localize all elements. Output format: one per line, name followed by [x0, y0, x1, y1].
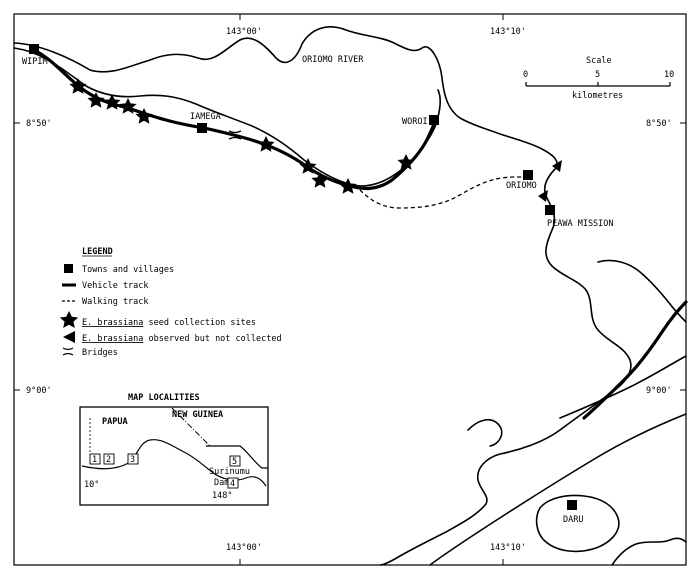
coord-top-143-10: 143°10' — [490, 27, 526, 37]
star-icon — [135, 108, 153, 124]
coastline-east-inner — [597, 259, 687, 323]
river-label-oriomo: ORIOMO RIVER — [302, 55, 364, 65]
town-oriomo — [523, 170, 533, 180]
scale-unit: kilometres — [572, 91, 623, 101]
coord-bottom-143-10: 143°10' — [490, 543, 526, 553]
town-woroi — [429, 115, 439, 125]
inset-label-new-guinea: NEW GUINEA — [172, 410, 223, 420]
oriomo-river-south-bank — [13, 47, 441, 187]
coord-left-9-00: 9°00' — [26, 386, 52, 396]
star-icon — [103, 94, 121, 110]
daru-island — [535, 494, 620, 553]
walking-track — [359, 175, 529, 209]
place-label-wipim: WIPIM — [22, 57, 48, 67]
place-label-oriomo: ORIOMO — [506, 181, 537, 191]
legend-item-towns: Towns and villages — [82, 265, 174, 275]
triangle-icon — [538, 190, 548, 202]
inset-box-2 — [103, 453, 115, 465]
star-icon — [299, 158, 317, 174]
coastline-bottom-right — [611, 537, 687, 566]
legend-town-square — [64, 264, 73, 273]
coord-right-8-50: 8°50' — [646, 119, 672, 129]
coastline-southeast — [429, 413, 687, 566]
legend-item-bridges: Bridges — [82, 348, 118, 358]
legend-species-1: E. brassiana — [82, 318, 143, 328]
legend-item-observed: E. brassiana observed but not collected — [82, 334, 282, 344]
inset-label-surinumu: Surinumu — [209, 467, 250, 477]
coord-top-143-00: 143°00' — [226, 27, 262, 37]
star-icon — [397, 154, 415, 170]
place-label-daru: DARU — [563, 515, 583, 525]
town-daru — [567, 500, 577, 510]
inset-box-4-label: 4 — [230, 479, 235, 489]
triangle-icon — [63, 331, 75, 343]
inset-label-lon: 148° — [212, 491, 232, 501]
scale-tick-10: 10 — [664, 70, 674, 80]
coord-bottom-143-00: 143°00' — [226, 543, 262, 553]
star-icon — [339, 178, 357, 194]
inset-title: MAP LOCALITIES — [128, 393, 200, 403]
legend-item-walking-track: Walking track — [82, 297, 149, 307]
legend-observed-text: observed but not collected — [143, 334, 281, 344]
graticule-ticks — [14, 14, 686, 565]
legend-seed-text: seed collection sites — [143, 318, 256, 328]
legend-title: LEGEND — [82, 247, 113, 257]
scale-tick-5: 5 — [595, 70, 600, 80]
bridge-icon — [228, 130, 242, 140]
inset-map: MAP LOCALITIES PAPUA NEW GUINEA Surinumu… — [79, 393, 269, 506]
star-icon — [311, 172, 329, 188]
inset-box-5 — [229, 455, 241, 467]
star-icon — [87, 92, 105, 108]
coord-right-9-00: 9°00' — [646, 386, 672, 396]
inset-box-4 — [227, 477, 239, 489]
scale-title: Scale — [586, 56, 612, 66]
star-icon — [119, 98, 137, 114]
inset-label-papua: PAPUA — [102, 417, 128, 427]
inset-box-1 — [89, 453, 101, 465]
inset-label-lat: 10° — [84, 480, 99, 490]
legend: LEGEND Towns and villages Vehicle track … — [59, 247, 282, 358]
map-frame — [13, 13, 687, 566]
bridge-icon — [62, 347, 74, 356]
oriomo-river-north-bank — [13, 26, 558, 169]
vehicle-track-coastal — [582, 300, 688, 420]
place-label-iamega: IAMEGA — [190, 112, 221, 122]
inset-box-5-label: 5 — [232, 457, 237, 467]
coastline-southeast-3 — [467, 418, 503, 447]
legend-item-vehicle-track: Vehicle track — [82, 281, 149, 291]
town-iamega — [197, 123, 207, 133]
seed-collection-sites — [69, 78, 415, 194]
scale-tick-0: 0 — [523, 70, 528, 80]
star-icon — [69, 78, 87, 94]
star-icon — [257, 136, 275, 152]
legend-item-seed-sites: E. brassiana seed collection sites — [82, 318, 256, 328]
inset-dashdot-boundary — [171, 407, 211, 447]
inset-label-dam: Dam — [214, 478, 229, 488]
scale-bar — [525, 82, 671, 87]
coord-left-8-50: 8°50' — [26, 119, 52, 129]
place-label-woroi: WOROI — [402, 117, 428, 127]
coastline-southeast-2 — [559, 355, 687, 419]
inset-box-3-label: 3 — [130, 455, 135, 465]
inset-box-1-label: 1 — [92, 455, 97, 465]
star-icon — [59, 311, 79, 328]
inset-box-3 — [127, 453, 139, 465]
inset-box-2-label: 2 — [106, 455, 111, 465]
place-label-peawa-mission: PEAWA MISSION — [547, 219, 614, 229]
town-wipim — [29, 44, 39, 54]
triangle-icon — [552, 160, 562, 172]
town-peawa-mission — [545, 205, 555, 215]
legend-species-2: E. brassiana — [82, 334, 143, 344]
observed-not-collected — [538, 160, 562, 202]
inset-coastline-2 — [206, 445, 268, 469]
